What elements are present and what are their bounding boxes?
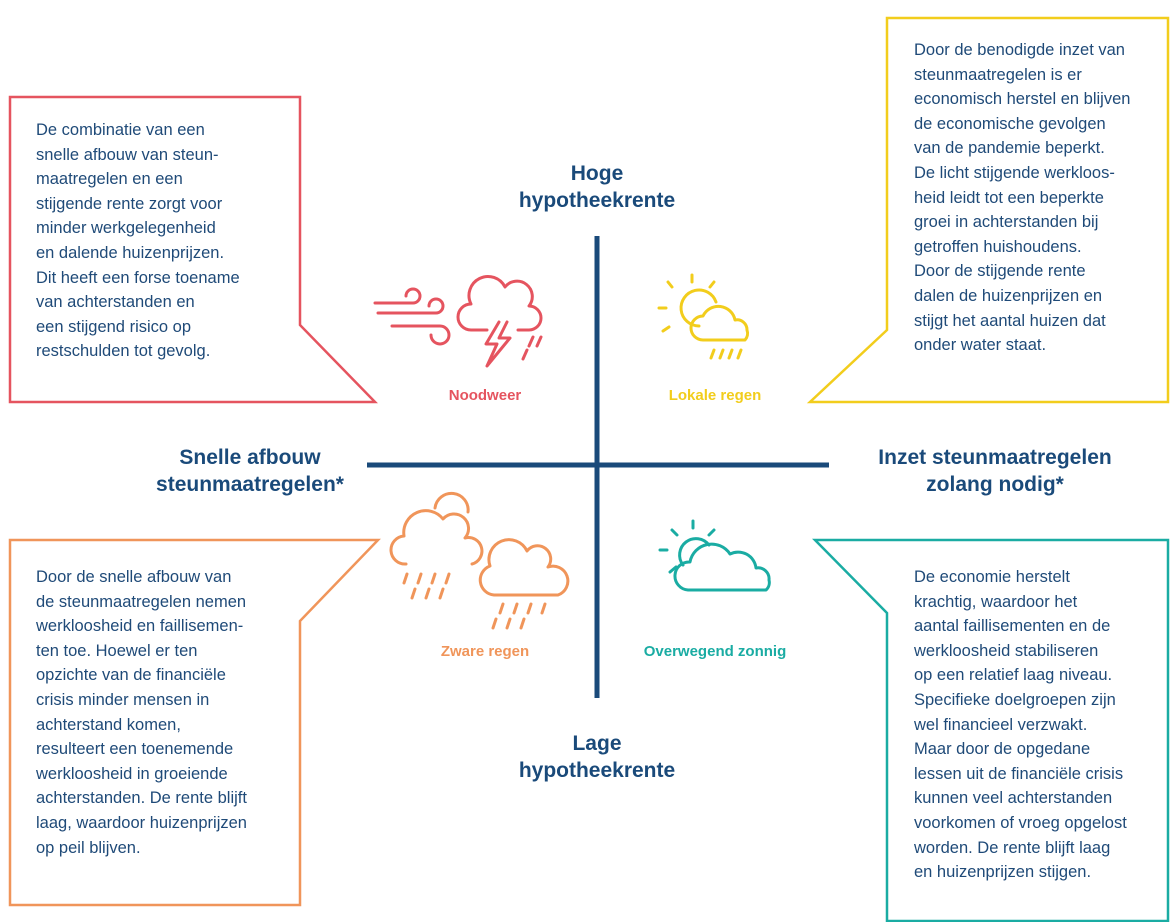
callout-overwegend-zonnig	[812, 538, 1170, 922]
callout-noodweer	[8, 95, 378, 404]
heavy-rain-clouds-icon	[389, 491, 570, 630]
scenario-text-overwegend-zonnig: De economie herstelt krachtig, waardoor …	[914, 568, 1127, 882]
scenario-text-lokale-regen: Door de benodigde inzet van steunmaatreg…	[914, 41, 1131, 355]
wind-thunderstorm-icon	[373, 274, 543, 368]
scenario-label-zware-regen: Zware regen	[440, 643, 530, 660]
scenario-label-lokale-regen: Lokale regen	[668, 387, 762, 404]
sun-behind-cloud-icon	[658, 519, 771, 592]
axis-label-right: Inzet steunmaatregelen zolang nodig*	[878, 446, 1112, 496]
callout-zware-regen	[8, 538, 381, 907]
scenario-label-noodweer: Noodweer	[448, 387, 522, 404]
axis-label-bottom: Lage hypotheekrente	[518, 732, 676, 782]
axis-label-left: Snelle afbouw steunmaatregelen*	[156, 446, 344, 496]
sun-cloud-rain-icon	[657, 273, 750, 360]
scenario-text-zware-regen: Door de snelle afbouw van de steunmaatre…	[36, 568, 247, 857]
axis-label-top: Hoge hypotheekrente	[518, 162, 676, 212]
scenario-label-overwegend-zonnig: Overwegend zonnig	[643, 643, 787, 660]
scenario-text-noodweer: De combinatie van een snelle afbouw van …	[36, 121, 240, 361]
callout-lokale-regen	[806, 16, 1170, 404]
